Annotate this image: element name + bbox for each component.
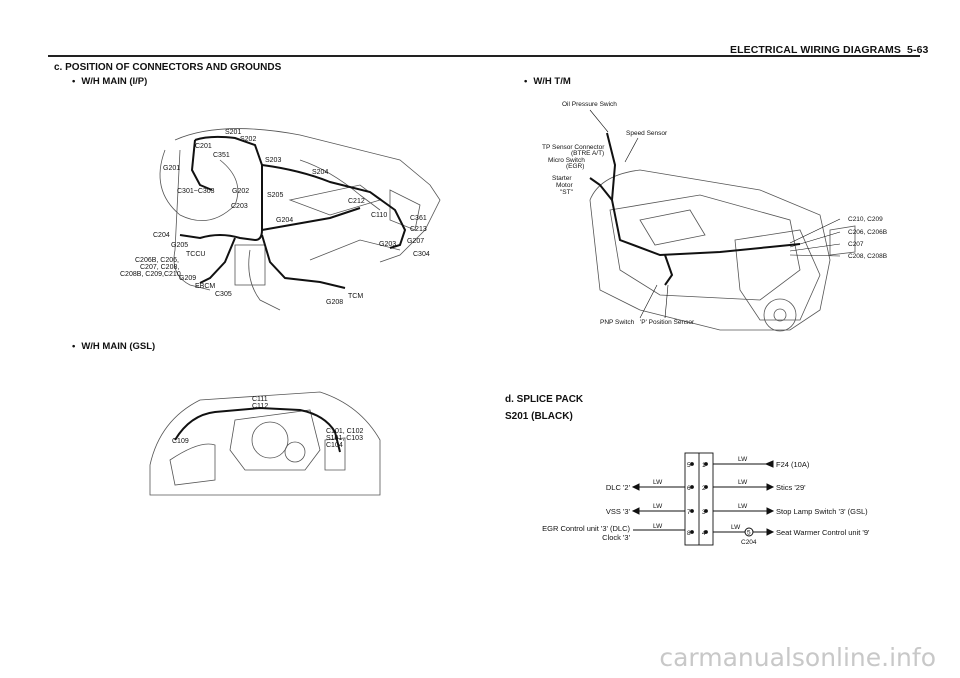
label-stics: Stics '29' xyxy=(776,483,806,492)
label-c351: C351 xyxy=(213,152,230,159)
label-tccu: TCCU xyxy=(186,251,205,258)
label-motor: Motor xyxy=(556,182,573,189)
label-tp-sensor: TP Sensor Connector xyxy=(542,144,605,151)
section-d-title: d. SPLICE PACK xyxy=(505,394,584,405)
label-c206-c206b: C206, C206B xyxy=(848,229,887,236)
pin-8: 8 xyxy=(687,530,691,537)
label-tcm: TCM xyxy=(348,293,363,300)
label-g208: G208 xyxy=(326,299,343,306)
label-oil-pressure: Oil Pressure Swich xyxy=(562,101,617,108)
label-c301-c303: C301~C303 xyxy=(177,188,215,195)
label-btre: (BTRE A/T) xyxy=(571,150,604,157)
label-c101-c102: C101, C102 xyxy=(326,428,363,435)
label-g203: G203 xyxy=(379,241,396,248)
label-micro-switch: Micro Switch xyxy=(548,157,585,164)
label-c203: C203 xyxy=(231,203,248,210)
label-stop-lamp: Stop Lamp Switch '3' (GSL) xyxy=(776,507,868,516)
label-c305: C305 xyxy=(215,291,232,298)
label-c207: C207, C208, xyxy=(140,264,179,271)
label-g201: G201 xyxy=(163,165,180,172)
wire-lw: LW xyxy=(653,479,663,486)
connector-pin: 5 xyxy=(747,530,751,537)
wire-lw: LW xyxy=(731,524,741,531)
subtitle-ip: W/H MAIN (I/P) xyxy=(72,76,147,87)
wire-lw: LW xyxy=(738,479,748,486)
label-s101-c103: S101, C103 xyxy=(326,435,363,442)
splice-title: S201 (BLACK) xyxy=(505,411,573,422)
label-p-position: 'P' Position Sensor xyxy=(640,319,695,326)
label-c204: C204 xyxy=(153,232,170,239)
label-ebcm: EBCM xyxy=(195,283,215,290)
label-g205: G205 xyxy=(171,242,188,249)
subtitle-tm: W/H T/M xyxy=(524,76,570,87)
label-seat-warmer: Seat Warmer Control unit '9' xyxy=(776,528,870,537)
label-c361: C361 xyxy=(410,215,427,222)
label-c201: C201 xyxy=(195,143,212,150)
pin-6: 6 xyxy=(687,485,691,492)
label-c204-splice: C204 xyxy=(741,539,757,546)
pin-4: 4 xyxy=(702,530,706,537)
label-speed-sensor: Speed Sensor xyxy=(626,130,668,137)
ip-labels: S201 S202 C201 C351 G201 S203 S204 C301~… xyxy=(120,129,430,306)
label-c110: C110 xyxy=(371,212,387,219)
pin-1: 1 xyxy=(702,462,706,469)
label-c304: C304 xyxy=(413,251,430,258)
header-title: ELECTRICAL WIRING DIAGRAMS xyxy=(730,44,901,56)
wire-lw: LW xyxy=(738,503,748,510)
label-c208b: C208B, C209,C210 xyxy=(120,271,181,278)
label-s205: S205 xyxy=(267,192,283,199)
label-s202: S202 xyxy=(240,136,256,143)
label-dlc: DLC '2' xyxy=(606,483,631,492)
label-c210-c209: C210, C209 xyxy=(848,216,883,223)
header-rule xyxy=(48,55,920,57)
label-c109: C109 xyxy=(172,438,189,445)
subtitle-gsl: W/H MAIN (GSL) xyxy=(72,341,155,352)
label-c206b: C206B, C206, xyxy=(135,257,179,264)
label-c111: C111 xyxy=(252,396,268,403)
wire-lw: LW xyxy=(653,523,663,530)
label-st: "ST" xyxy=(560,189,574,196)
pin-5: 5 xyxy=(687,462,691,469)
label-clock: Clock '3' xyxy=(602,533,630,542)
pin-7: 7 xyxy=(687,509,691,516)
wire-lw: LW xyxy=(653,503,663,510)
pin-3: 3 xyxy=(702,509,706,516)
watermark: carmanualsonline.info xyxy=(659,643,936,672)
label-g207: G207 xyxy=(407,238,424,245)
label-g209: G209 xyxy=(179,275,196,282)
page-number: 5-63 xyxy=(907,44,929,56)
label-s201: S201 xyxy=(225,129,241,136)
label-f24: F24 (10A) xyxy=(776,460,810,469)
label-c212: C212 xyxy=(348,198,365,205)
label-s203: S203 xyxy=(265,157,281,164)
wire-lw: LW xyxy=(738,456,748,463)
label-starter: Starter xyxy=(552,175,572,182)
section-c-title: c. POSITION OF CONNECTORS AND GROUNDS xyxy=(54,62,282,73)
label-g202: G202 xyxy=(232,188,249,195)
label-pnp-switch: PNP Switch xyxy=(600,319,635,326)
label-vss: VSS '3' xyxy=(606,507,631,516)
label-egr-control: EGR Control unit '3' (DLC) xyxy=(542,524,630,533)
label-c112: C112 xyxy=(252,403,268,410)
label-c213: C213 xyxy=(410,226,427,233)
pin-2: 2 xyxy=(702,485,706,492)
label-c208-c208b: C208, C208B xyxy=(848,253,887,260)
page-header: ELECTRICAL WIRING DIAGRAMS 5-63 xyxy=(730,44,928,56)
label-s204: S204 xyxy=(312,169,328,176)
label-egr: (EGR) xyxy=(566,163,584,170)
label-g204: G204 xyxy=(276,217,293,224)
label-c207-tm: C207 xyxy=(848,241,864,248)
label-c104: C104 xyxy=(326,442,343,449)
